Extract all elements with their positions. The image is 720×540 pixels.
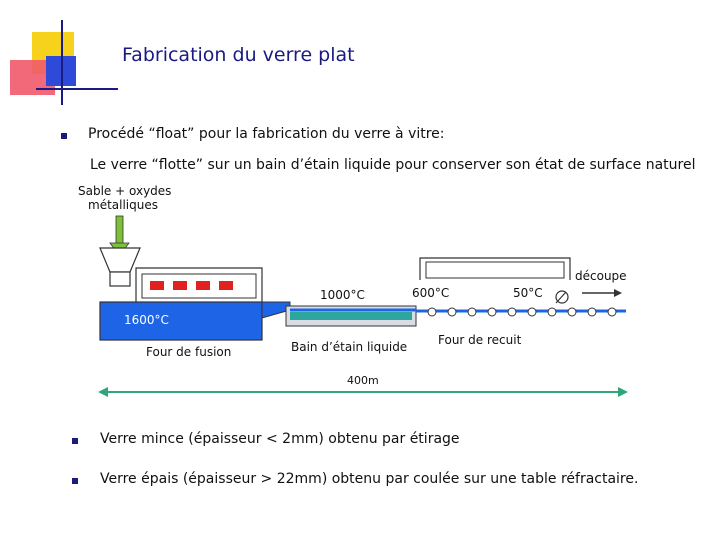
annealing-lehr <box>416 257 626 317</box>
hopper <box>99 247 141 287</box>
melt-temperature: 1600°C <box>124 313 169 327</box>
raw-materials-label-2: métalliques <box>88 198 158 212</box>
cutting-label: découpe <box>575 269 627 283</box>
intro-text: Procédé “float” pour la fabrication du v… <box>88 126 445 142</box>
annealing-temp-in: 600°C <box>412 286 450 300</box>
bullet-marker <box>72 478 78 484</box>
page-title: Fabrication du verre plat <box>122 44 355 66</box>
length-label: 400m <box>347 374 379 387</box>
bullet-thin-glass: Verre mince (épaisseur < 2mm) obtenu par… <box>100 431 460 447</box>
annealing-temp-out: 50°C <box>513 286 543 300</box>
melting-furnace <box>99 267 291 341</box>
cutting-arrow <box>582 289 622 297</box>
bullet-thick-glass: Verre épais (épaisseur > 22mm) obtenu pa… <box>100 471 639 487</box>
annealing-label: Four de recuit <box>438 333 522 347</box>
tin-bath <box>285 305 417 327</box>
tin-bath-label: Bain d’étain liquide <box>291 340 408 354</box>
bullet-marker <box>72 438 78 444</box>
furnace-label: Four de fusion <box>146 345 232 359</box>
cutting-tool <box>555 290 569 304</box>
raw-materials-label-1: Sable + oxydes <box>78 184 172 198</box>
corner-decoration <box>10 20 118 105</box>
bullet-marker <box>61 133 67 139</box>
tin-bath-temperature: 1000°C <box>320 288 365 302</box>
subtitle-text: Le verre “flotte” sur un bain d’étain li… <box>90 157 696 173</box>
length-arrow <box>98 387 628 397</box>
